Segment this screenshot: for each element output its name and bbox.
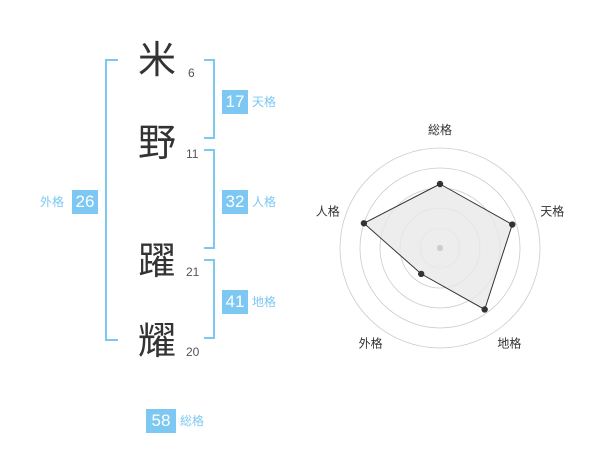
soukaku-label: 総格 [180,414,205,428]
radar-point-5 [360,220,368,227]
radar-grid-ring-5 [339,147,541,349]
name-char-4: 耀 [138,319,177,363]
radar-axis-label-1: 総格 [428,122,452,137]
gaikaku-value: 26 [72,190,98,214]
radar-grid-ring-4 [359,167,521,329]
tenkaku-label: 天格 [252,95,277,109]
soukaku-value: 58 [146,409,176,433]
radar-point-2 [509,221,516,228]
radar-point-3 [481,306,488,313]
stroke-count-2: 11 [186,147,199,161]
radar-axis-label-2: 天格 [540,204,564,219]
tenkaku-bracket [204,59,215,139]
radar-axis-label-4: 外格 [359,335,383,350]
name-char-3: 躍 [138,239,177,283]
stroke-count-4: 20 [186,345,200,359]
gaikaku-label: 外格 [40,195,65,209]
gaikaku-bracket [105,59,118,341]
stroke-count-3: 21 [186,265,200,279]
tenkaku-value: 17 [222,90,248,114]
stroke-count-1: 6 [188,66,195,80]
name-char-1: 米 [138,38,177,82]
jinkaku-value: 32 [222,190,248,214]
chikaku-bracket [204,259,215,339]
radar-point-1 [436,180,444,188]
name-char-2: 野 [138,121,177,165]
radar-axis-label-3: 地格 [497,335,521,350]
chikaku-label: 地格 [252,295,277,309]
jinkaku-bracket [204,149,215,249]
radar-axis-label-5: 人格 [316,204,340,219]
radar-center-dot [437,245,443,251]
radar-point-4 [417,270,425,278]
radar-points [360,180,516,313]
chikaku-value: 41 [222,290,248,314]
jinkaku-label: 人格 [252,195,277,209]
